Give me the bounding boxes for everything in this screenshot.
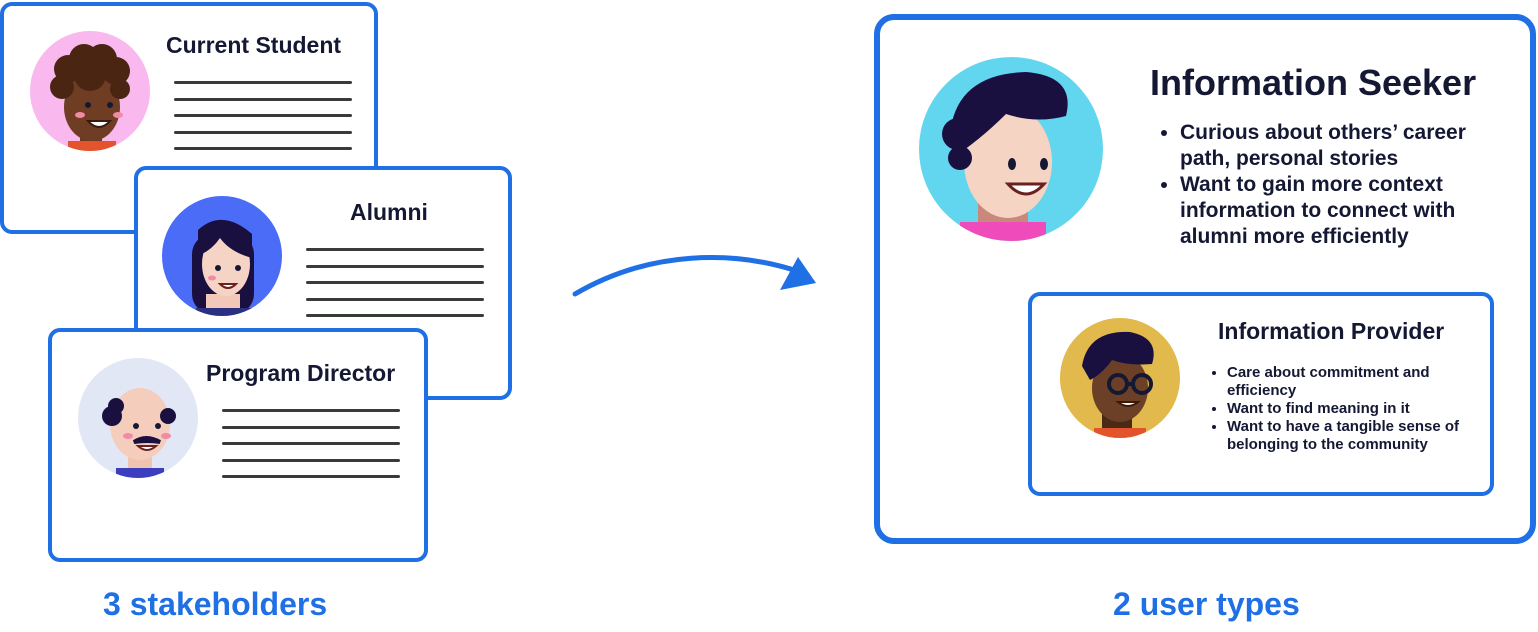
text-placeholder-lines [306, 248, 484, 331]
information-seeker-points: Curious about others’ career path, perso… [1158, 120, 1520, 250]
card-information-seeker: Information Seeker Curious about others’… [874, 14, 1536, 544]
list-item: Care about commitment and efficiency [1227, 364, 1497, 400]
list-item: Want to have a tangible sense of belongi… [1227, 418, 1497, 454]
program-director-avatar-icon [76, 356, 200, 480]
information-provider-avatar-icon [1058, 316, 1182, 440]
card-title: Current Student [166, 32, 342, 58]
information-provider-points: Care about commitment and efficiency Wan… [1210, 364, 1497, 454]
text-placeholder-lines [222, 409, 400, 492]
card-program-director: Program Director [48, 328, 428, 562]
card-title: Alumni [350, 199, 428, 225]
list-item: Curious about others’ career path, perso… [1180, 120, 1520, 172]
information-provider-title: Information Provider [1218, 318, 1445, 344]
list-item: Want to find meaning in it [1227, 400, 1497, 418]
user-types-caption: 2 user types [1113, 586, 1300, 622]
text-placeholder-lines [174, 81, 352, 164]
information-seeker-avatar-icon [916, 54, 1106, 244]
card-information-provider: Information Provider Care about commitme… [1028, 292, 1494, 496]
list-item: Want to gain more context information to… [1180, 172, 1520, 250]
card-title: Program Director [206, 360, 396, 386]
student-avatar-icon [28, 29, 152, 153]
information-seeker-title: Information Seeker [1150, 62, 1477, 103]
stakeholders-caption: 3 stakeholders [103, 586, 328, 622]
alumni-avatar-icon [160, 194, 284, 318]
card-current-student: Current Student [0, 2, 378, 234]
